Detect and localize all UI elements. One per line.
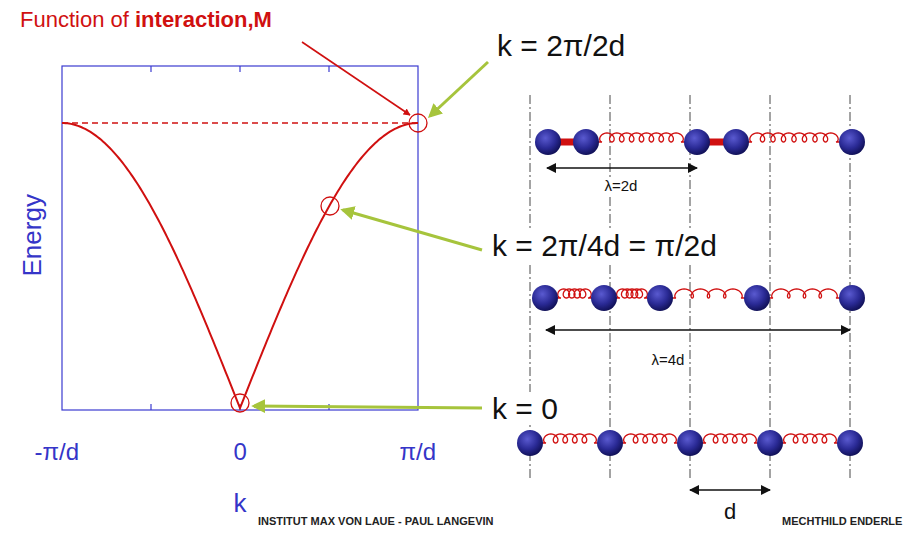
highlight-circle <box>409 114 427 132</box>
atom <box>837 430 863 456</box>
leader-arrow <box>302 42 410 115</box>
dispersion-line <box>62 123 418 408</box>
spring <box>782 434 838 443</box>
atom <box>744 285 770 311</box>
atom-chain <box>517 430 863 456</box>
spring <box>598 133 685 142</box>
spacing-arrow <box>690 489 770 490</box>
highlight-circle <box>231 394 249 412</box>
atom-chain <box>532 285 865 311</box>
annotation: Function of <box>20 8 129 32</box>
atom <box>684 129 710 155</box>
wavevector-label: k = 0 <box>490 392 560 425</box>
tick-label: π/d <box>400 439 437 465</box>
max-energy-line <box>62 122 418 123</box>
tick <box>150 404 151 410</box>
pointer-arrows <box>254 62 488 408</box>
atom <box>647 285 673 311</box>
spring <box>702 434 758 443</box>
atom <box>839 285 865 311</box>
atom-chains <box>517 129 865 456</box>
pointer-arrow <box>430 62 488 116</box>
atom <box>723 129 749 155</box>
atom <box>591 285 617 311</box>
spring <box>557 289 592 298</box>
lattice-site-lines <box>530 95 850 478</box>
atom <box>677 430 703 456</box>
highlight-circle <box>321 197 339 215</box>
spacing-label: d <box>722 500 738 524</box>
atom-chain <box>535 129 865 155</box>
atom <box>839 129 865 155</box>
dispersion-curve <box>62 123 418 408</box>
pointer-arrow <box>343 210 482 250</box>
atom <box>597 430 623 456</box>
wavelength-arrow <box>547 167 697 168</box>
highlight-circles <box>231 114 427 412</box>
tick <box>150 66 151 72</box>
tick <box>328 66 329 72</box>
spring <box>622 434 678 443</box>
footer-text: INSTITUT MAX VON LAUE - PAUL LANGEVIN <box>258 515 494 527</box>
plot-frame <box>62 66 418 410</box>
atom <box>573 129 599 155</box>
atom <box>517 430 543 456</box>
axis-title: k <box>234 489 247 518</box>
axis-title: Energy <box>18 194 47 276</box>
axis-ticks <box>151 66 329 410</box>
spring <box>769 289 840 298</box>
footer-text: MECHTHILD ENDERLE <box>782 515 902 527</box>
tick <box>239 66 240 72</box>
wavevector-label: k = 2π/4d = π/2d <box>490 229 719 262</box>
site-line <box>770 95 771 478</box>
wavelength-arrow <box>546 329 850 330</box>
tick-label: 0 <box>234 439 247 465</box>
atom <box>535 129 561 155</box>
atom <box>757 430 783 456</box>
spring <box>542 434 598 443</box>
pointer-arrow <box>254 406 482 408</box>
wavelength-label: λ=4d <box>650 352 687 369</box>
tick-label: -π/d <box>35 439 80 465</box>
annotation-bold: interaction,M <box>135 8 272 32</box>
spring <box>672 289 745 298</box>
atom <box>532 285 558 311</box>
wavevector-label: k = 2π/2d <box>495 29 627 62</box>
wavelength-label: λ=2d <box>603 178 640 195</box>
spring <box>748 133 840 142</box>
dimension-arrows <box>546 168 850 490</box>
spring <box>616 289 648 298</box>
